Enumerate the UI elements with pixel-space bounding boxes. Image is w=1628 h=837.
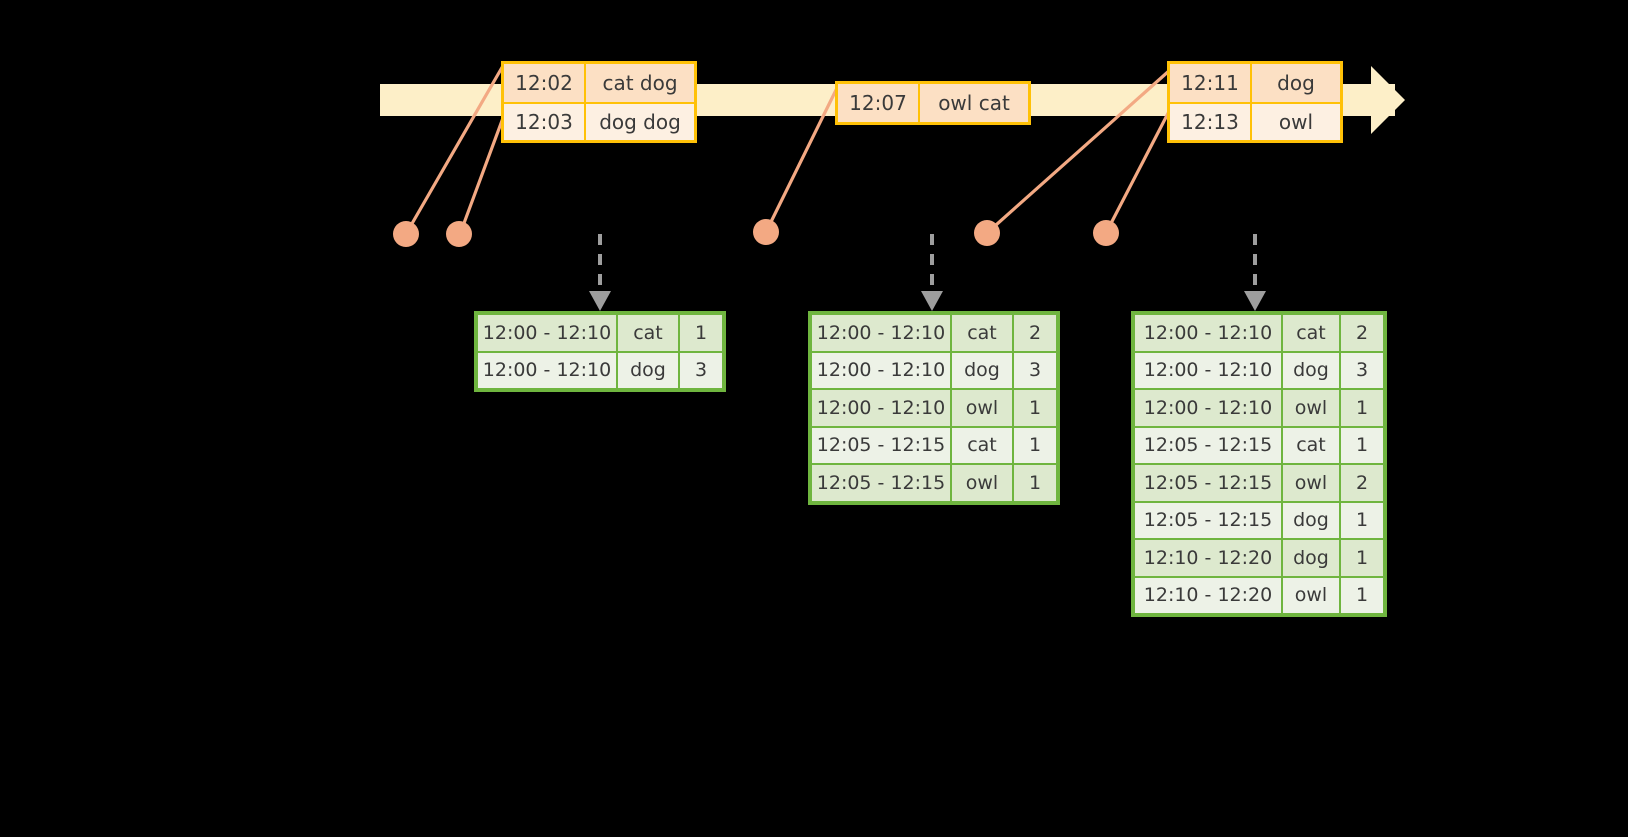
cell-word: owl: [951, 389, 1013, 427]
event-dots: [393, 219, 1119, 247]
cell-window: 12:00 - 12:10: [477, 351, 617, 389]
cell-count: 1: [1340, 426, 1384, 464]
event-time: 12:03: [504, 104, 586, 140]
cell-window: 12:05 - 12:15: [811, 464, 951, 502]
cell-word: owl: [951, 464, 1013, 502]
cell-count: 1: [1013, 464, 1057, 502]
cell-count: 3: [1340, 351, 1384, 389]
table-row[interactable]: 12:05 - 12:15 cat 1: [811, 426, 1057, 464]
event-time: 12:13: [1170, 104, 1252, 140]
cell-window: 12:00 - 12:10: [1134, 351, 1282, 389]
cell-word: dog: [617, 351, 679, 389]
event-group-1[interactable]: 12:02 cat dog 12:03 dog dog: [501, 61, 697, 143]
event-words: dog: [1252, 64, 1340, 102]
event-row[interactable]: 12:13 owl: [1170, 102, 1340, 140]
cell-window: 12:05 - 12:15: [811, 426, 951, 464]
cell-window: 12:00 - 12:10: [477, 314, 617, 352]
event-row[interactable]: 12:03 dog dog: [504, 102, 694, 140]
cell-count: 3: [1013, 351, 1057, 389]
cell-window: 12:00 - 12:10: [811, 314, 951, 352]
cell-word: cat: [1282, 426, 1340, 464]
table-row[interactable]: 12:00 - 12:10 dog 3: [1134, 351, 1384, 389]
cell-count: 1: [679, 314, 723, 352]
table-row[interactable]: 12:10 - 12:20 dog 1: [1134, 539, 1384, 577]
table-row[interactable]: 12:05 - 12:15 owl 2: [1134, 464, 1384, 502]
cell-window: 12:00 - 12:10: [1134, 389, 1282, 427]
event-time: 12:02: [504, 64, 586, 102]
event-time: 12:11: [1170, 64, 1252, 102]
event-words: owl: [1252, 104, 1340, 140]
cell-window: 12:00 - 12:10: [811, 351, 951, 389]
cell-word: cat: [1282, 314, 1340, 352]
event-row[interactable]: 12:11 dog: [1170, 64, 1340, 102]
cell-word: owl: [1282, 576, 1340, 614]
cell-count: 2: [1340, 314, 1384, 352]
cell-word: cat: [617, 314, 679, 352]
cell-window: 12:05 - 12:15: [1134, 464, 1282, 502]
event-dot-1: [393, 221, 419, 247]
cell-word: dog: [1282, 351, 1340, 389]
cell-count: 1: [1340, 389, 1384, 427]
table-row[interactable]: 12:00 - 12:10 dog 3: [811, 351, 1057, 389]
event-group-2[interactable]: 12:07 owl cat: [835, 81, 1031, 125]
cell-window: 12:00 - 12:10: [811, 389, 951, 427]
cell-word: dog: [951, 351, 1013, 389]
emit-arrows: [589, 234, 1266, 311]
event-group-3[interactable]: 12:11 dog 12:13 owl: [1167, 61, 1343, 143]
event-words: cat dog: [586, 64, 694, 102]
event-row[interactable]: 12:02 cat dog: [504, 64, 694, 102]
event-dot-3: [753, 219, 779, 245]
event-dot-5: [1093, 220, 1119, 246]
cell-word: cat: [951, 314, 1013, 352]
event-time: 12:07: [838, 84, 920, 122]
event-dot-4: [974, 220, 1000, 246]
cell-count: 3: [679, 351, 723, 389]
cell-window: 12:00 - 12:10: [1134, 314, 1282, 352]
event-words: owl cat: [920, 84, 1028, 122]
cell-window: 12:10 - 12:20: [1134, 539, 1282, 577]
event-words: dog dog: [586, 104, 694, 140]
table-row[interactable]: 12:00 - 12:10 owl 1: [1134, 389, 1384, 427]
emit-arrow-3: [1244, 234, 1266, 311]
cell-word: owl: [1282, 464, 1340, 502]
cell-window: 12:05 - 12:15: [1134, 426, 1282, 464]
cell-word: dog: [1282, 539, 1340, 577]
table-row[interactable]: 12:10 - 12:20 owl 1: [1134, 576, 1384, 614]
result-table-2[interactable]: 12:00 - 12:10 cat 2 12:00 - 12:10 dog 3 …: [808, 311, 1060, 505]
emit-arrow-1: [589, 234, 611, 311]
cell-window: 12:05 - 12:15: [1134, 501, 1282, 539]
table-row[interactable]: 12:00 - 12:10 cat 1: [477, 314, 723, 352]
table-row[interactable]: 12:05 - 12:15 cat 1: [1134, 426, 1384, 464]
cell-count: 1: [1013, 389, 1057, 427]
table-row[interactable]: 12:00 - 12:10 cat 2: [1134, 314, 1384, 352]
cell-count: 1: [1340, 501, 1384, 539]
table-row[interactable]: 12:05 - 12:15 owl 1: [811, 464, 1057, 502]
table-row[interactable]: 12:05 - 12:15 dog 1: [1134, 501, 1384, 539]
result-table-3[interactable]: 12:00 - 12:10 cat 2 12:00 - 12:10 dog 3 …: [1131, 311, 1387, 617]
cell-word: owl: [1282, 389, 1340, 427]
cell-count: 2: [1013, 314, 1057, 352]
table-row[interactable]: 12:00 - 12:10 owl 1: [811, 389, 1057, 427]
event-dot-2: [446, 221, 472, 247]
cell-word: dog: [1282, 501, 1340, 539]
emit-arrow-2: [921, 234, 943, 311]
cell-count: 1: [1340, 576, 1384, 614]
cell-count: 1: [1340, 539, 1384, 577]
table-row[interactable]: 12:00 - 12:10 dog 3: [477, 351, 723, 389]
cell-count: 1: [1013, 426, 1057, 464]
result-table-1[interactable]: 12:00 - 12:10 cat 1 12:00 - 12:10 dog 3: [474, 311, 726, 392]
cell-count: 2: [1340, 464, 1384, 502]
cell-window: 12:10 - 12:20: [1134, 576, 1282, 614]
event-row[interactable]: 12:07 owl cat: [838, 84, 1028, 122]
table-row[interactable]: 12:00 - 12:10 cat 2: [811, 314, 1057, 352]
cell-word: cat: [951, 426, 1013, 464]
